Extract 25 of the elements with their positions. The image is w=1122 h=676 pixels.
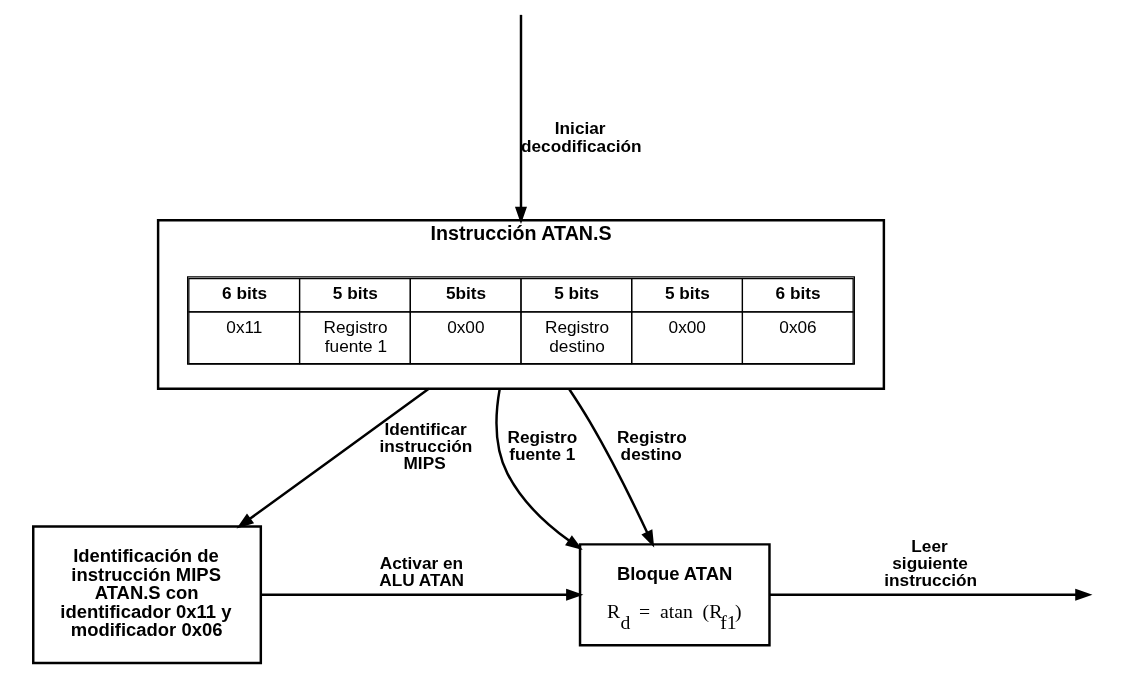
label: 0x11 [225, 316, 262, 337]
edge-label: Identificar instrucción MIPS [379, 418, 472, 473]
node-box: Identificación de instrucción MIPS ATAN.S con identificador 0x11 y modificador 0x06 [31, 524, 262, 664]
label: 5 bits [553, 282, 599, 303]
edge-label: Activar en ALU ATAN [378, 552, 464, 590]
arrow [236, 387, 429, 528]
label: 0x00 [668, 316, 706, 337]
arrow [260, 588, 583, 601]
label: 6 bits [775, 282, 821, 303]
label: Registro destino [544, 316, 609, 355]
label: 5bits [445, 282, 486, 303]
edge-label: Registro destino [616, 426, 687, 464]
edge-label: Leer siguiente instrucción [883, 535, 977, 590]
label: 0x06 [778, 316, 817, 337]
label: 0x00 [446, 316, 485, 337]
arrow [769, 588, 1092, 601]
arrow [514, 14, 527, 224]
label: 5 bits [664, 282, 710, 303]
label: 6 bits [221, 282, 267, 303]
arrow [494, 388, 583, 550]
label: Registro fuente 1 [323, 316, 388, 355]
edge-label: Iniciar decodificación [520, 117, 642, 156]
arrow [567, 387, 654, 548]
edge-label: Registro fuente 1 [506, 426, 577, 464]
label: 5 bits [332, 282, 378, 303]
